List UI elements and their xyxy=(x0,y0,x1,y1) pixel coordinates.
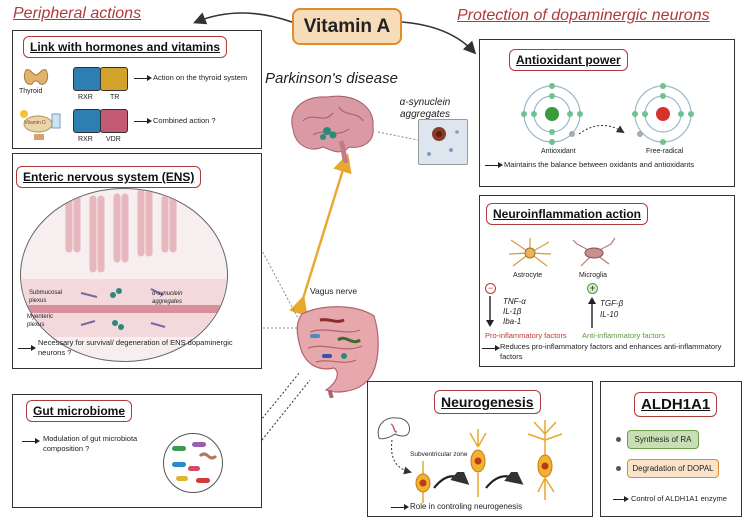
dotted-link-brain xyxy=(377,131,419,141)
aldh-note: Control of ALDH1A1 enzyme xyxy=(631,494,727,503)
vitamin-a-box: Vitamin A xyxy=(292,8,402,45)
anti-factor-1: TGF-β xyxy=(600,299,624,308)
thyroid-arrow xyxy=(134,75,152,81)
tr-label: TR xyxy=(110,94,120,101)
subventricular-zone-label: Subventricular zone xyxy=(410,451,468,458)
synthesis-box: Synthesis of RA xyxy=(627,430,699,449)
combined-arrow xyxy=(134,118,152,124)
parkinson-title: Parkinson's disease xyxy=(265,70,398,87)
degradation-text: Degradation of DOPAL xyxy=(632,464,714,473)
aldh-title: ALDH1A1 xyxy=(634,392,718,417)
myenteric-label: Myenteric plexus xyxy=(27,314,54,328)
antioxidant-arrow xyxy=(485,162,503,168)
microbiota-circle xyxy=(163,433,223,493)
free-radical-label: Free-radical xyxy=(646,148,684,155)
combined-action-text: Combined action ? xyxy=(153,116,216,125)
brain-illustration xyxy=(283,91,378,163)
ens-tissue-circle xyxy=(20,188,228,362)
minus-icon: − xyxy=(485,283,496,294)
pro-factor-1: TNF-α xyxy=(503,297,526,306)
gut-arrow xyxy=(22,438,40,444)
synuclein-label: α-synuclein aggregates xyxy=(399,97,451,120)
degradation-bullet-icon xyxy=(616,466,621,471)
intestine-illustration xyxy=(286,302,384,398)
neurogenesis-arrow xyxy=(391,504,409,510)
vagus-nerve-arrow xyxy=(289,153,352,317)
protection-header: Protection of dopaminergic neurons xyxy=(457,7,710,24)
anti-inflammatory-label: Anti-inflammatory factors xyxy=(582,331,665,340)
neurogenesis-note: Role in controling neurogenesis xyxy=(410,502,523,511)
dotted-link-ens-top xyxy=(222,177,299,319)
tr-receptor xyxy=(100,67,128,91)
pro-factor-3: Iba-1 xyxy=(503,317,522,326)
thyroid-action-text: Action on the thyroid system xyxy=(153,73,248,82)
vagus-nerve-label: Vagus nerve xyxy=(310,286,358,296)
peripheral-actions-header: Peripheral actions xyxy=(13,5,142,22)
synthesis-bullet-icon xyxy=(616,437,621,442)
pro-factor-2: IL-1β xyxy=(503,307,522,316)
arrow-to-protection xyxy=(401,21,477,55)
antioxidant-title: Antioxidant power xyxy=(509,49,628,71)
neurogenesis-title: Neurogenesis xyxy=(434,390,541,414)
neuroinflammation-arrow xyxy=(482,345,500,351)
degradation-box: Degradation of DOPAL xyxy=(627,459,719,478)
vdr-label: VDR xyxy=(106,136,121,143)
gut-note: Modulation of gut microbiota composition… xyxy=(43,434,138,453)
hormones-title: Link with hormones and vitamins xyxy=(23,36,228,58)
gut-title: Gut microbiome xyxy=(26,400,133,422)
synthesis-text: Synthesis of RA xyxy=(634,435,692,444)
antioxidant-label: Antioxidant xyxy=(541,148,576,155)
astrocyte-label: Astrocyte xyxy=(513,272,543,279)
dotted-link-gut-2 xyxy=(221,379,311,491)
rxr-label-1: RXR xyxy=(78,94,93,101)
aldh-arrow xyxy=(613,496,629,502)
vitamin-a-title: Vitamin A xyxy=(303,15,391,37)
ens-aggregates-label: α-synuclein aggregates xyxy=(152,291,183,305)
ens-note: Necessary for survival/ degeneration of … xyxy=(38,338,233,357)
microglia-label: Microglia xyxy=(579,272,608,279)
submucosal-label: Submucosal plexus xyxy=(29,290,63,304)
rxr-label-2: RXR xyxy=(78,136,93,143)
vdr-receptor xyxy=(100,109,128,133)
arrow-to-peripheral xyxy=(193,12,293,25)
anti-factor-2: IL-10 xyxy=(600,310,619,319)
plus-icon: + xyxy=(587,283,598,294)
pro-inflammatory-label: Pro-inflammatory factors xyxy=(485,331,567,340)
rxr-receptor-2 xyxy=(73,109,101,133)
antioxidant-note: Maintains the balance between oxidants a… xyxy=(504,160,695,169)
vitamin-d-label: Vitamin D xyxy=(24,120,46,126)
ens-arrow xyxy=(18,345,36,351)
neuroinflammation-title: Neuroinflammation action xyxy=(486,203,649,225)
synuclein-micrograph xyxy=(418,119,468,165)
ens-title: Enteric nervous system (ENS) xyxy=(16,166,202,188)
plus-symbol: + xyxy=(589,283,596,293)
minus-symbol: − xyxy=(487,283,494,293)
rxr-receptor-1 xyxy=(73,67,101,91)
neuroinflammation-note: Reduces pro-inflammatory factors and enh… xyxy=(500,342,722,361)
thyroid-label: Thyroid xyxy=(19,88,43,95)
